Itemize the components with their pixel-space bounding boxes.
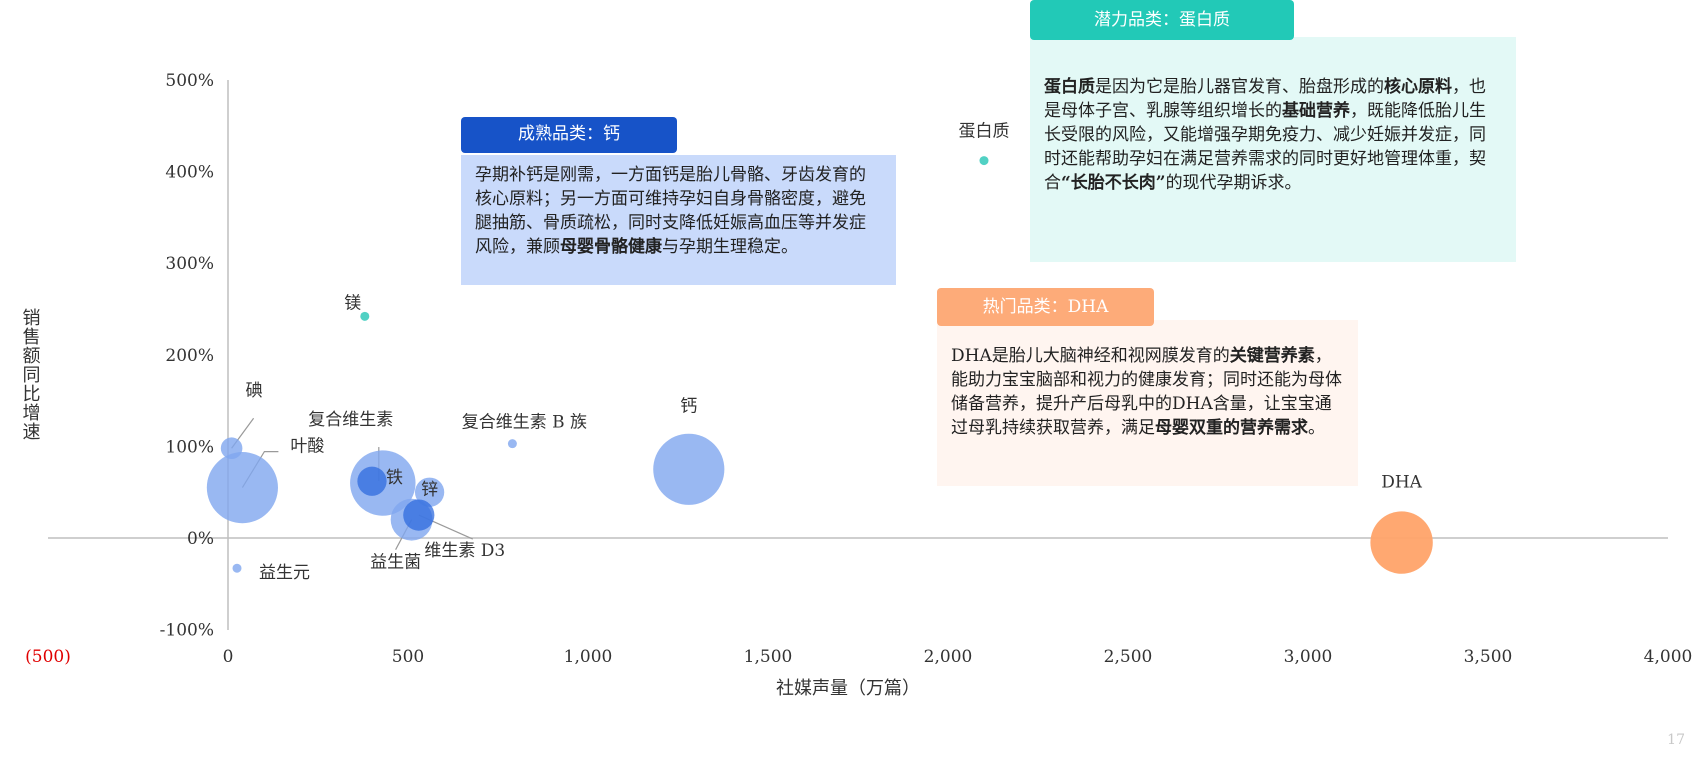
y-tick-label: -100% bbox=[160, 621, 214, 641]
x-tick-label: 2,000 bbox=[924, 647, 973, 667]
point-label: 蛋白质 bbox=[959, 122, 1010, 142]
bubble bbox=[653, 433, 725, 505]
x-tick-label: 500 bbox=[392, 647, 424, 667]
point-label: 钙 bbox=[680, 396, 697, 416]
annotation-text: ，既能降低胎儿生长受限的风险，又能增强孕期免疫力、减少妊娠并发症，同时还能帮助孕… bbox=[1044, 101, 1486, 193]
y-tick-label: 0% bbox=[187, 529, 214, 549]
annotation-text: 孕期补钙是刚需，一方面钙是胎儿骨骼、牙齿发育的核心原料；另一方面可维持孕妇自身骨… bbox=[475, 165, 866, 257]
hot-category-tag: 热门品类：DHA bbox=[937, 288, 1154, 326]
point-label: 叶酸 bbox=[290, 437, 324, 457]
y-tick-label: 300% bbox=[165, 254, 214, 274]
annotation-text: 蛋白质 bbox=[1044, 77, 1095, 97]
annotation-text: “长胎不长肉” bbox=[1061, 173, 1166, 193]
point-label: 镁 bbox=[344, 293, 361, 313]
point-label: 锌 bbox=[421, 480, 438, 500]
annotation-text: ，也是母体子宫、乳腺等组织增长的 bbox=[1044, 77, 1486, 121]
y-tick-label: 500% bbox=[165, 71, 214, 91]
x-axis-title: 社媒声量（万篇） bbox=[776, 678, 920, 699]
bubble bbox=[507, 439, 517, 449]
y-tick-label: 400% bbox=[165, 163, 214, 183]
point-label: 铁 bbox=[386, 468, 403, 488]
bubble bbox=[414, 477, 445, 507]
bubble bbox=[206, 452, 278, 524]
annotation-text: ，能助力宝宝脑部和视力的健康发育；同时还能为母体储备营养，提升产后母乳中的DHA… bbox=[951, 346, 1342, 438]
annotation-text: 关键营养素 bbox=[1229, 346, 1315, 366]
x-tick-label: 3,500 bbox=[1464, 647, 1513, 667]
x-tick-label: 1,000 bbox=[564, 647, 613, 667]
y-tick-label: 200% bbox=[165, 346, 214, 366]
potential-category-tag: 潜力品类：蛋白质 bbox=[1030, 0, 1294, 40]
x-tick-label: 4,000 bbox=[1644, 647, 1693, 667]
annotation-text: 的现代孕期诉求。 bbox=[1165, 173, 1302, 193]
bubble bbox=[360, 311, 370, 321]
point-label: 复合维生素 bbox=[308, 410, 393, 430]
bubble bbox=[403, 499, 435, 531]
bubble bbox=[357, 466, 387, 496]
point-label: 复合维生素 B 族 bbox=[462, 413, 587, 433]
x-tick-label: 0 bbox=[223, 647, 234, 667]
mature-category-box: 孕期补钙是刚需，一方面钙是胎儿骨骼、牙齿发育的核心原料；另一方面可维持孕妇自身骨… bbox=[461, 155, 896, 285]
annotation-text: 是因为它是胎儿器官发育、胎盘形成的 bbox=[1095, 77, 1384, 97]
page-number: 17 bbox=[1667, 732, 1685, 748]
x-tick-label: 3,000 bbox=[1284, 647, 1333, 667]
y-axis-title: 销售额同比增速 bbox=[20, 308, 41, 441]
potential-category-box: 蛋白质是因为它是胎儿器官发育、胎盘形成的核心原料，也是母体子宫、乳腺等组织增长的… bbox=[1030, 37, 1516, 262]
x-tick-label: (500) bbox=[25, 647, 71, 667]
x-tick-label: 1,500 bbox=[744, 647, 793, 667]
y-tick-labels: -100% 0% 100% 200% 300% 400% 500% bbox=[160, 71, 214, 641]
hot-category-box: DHA是胎儿大脑神经和视网膜发育的关键营养素，能助力宝宝脑部和视力的健康发育；同… bbox=[937, 320, 1358, 486]
bubble bbox=[232, 563, 242, 573]
y-tick-label: 100% bbox=[165, 437, 214, 457]
bubble bbox=[979, 156, 989, 166]
annotation-text: 母婴骨骼健康 bbox=[560, 237, 662, 257]
point-label: 益生菌 bbox=[370, 553, 421, 573]
annotation-text: 基础营养 bbox=[1282, 101, 1350, 121]
point-label: 碘 bbox=[246, 381, 263, 401]
x-tick-label: 2,500 bbox=[1104, 647, 1153, 667]
annotation-text: 与孕期生理稳定。 bbox=[662, 237, 798, 257]
annotation-text: 核心原料 bbox=[1384, 77, 1452, 97]
annotation-text: 。 bbox=[1308, 418, 1325, 438]
point-label: DHA bbox=[1381, 473, 1422, 493]
point-label: 维生素 D3 bbox=[424, 541, 505, 561]
bubble bbox=[1370, 511, 1433, 574]
bubbles bbox=[206, 156, 1433, 574]
point-label: 益生元 bbox=[259, 563, 310, 583]
bubble bbox=[220, 437, 243, 460]
annotation-text: DHA是胎儿大脑神经和视网膜发育的 bbox=[951, 346, 1230, 366]
x-tick-labels: (500) 0 500 1,000 1,500 2,000 2,500 3,000 3,500 4… bbox=[25, 647, 1692, 667]
annotation-text: 母婴双重的营养需求 bbox=[1155, 418, 1308, 438]
mature-category-tag: 成熟品类：钙 bbox=[461, 117, 677, 153]
